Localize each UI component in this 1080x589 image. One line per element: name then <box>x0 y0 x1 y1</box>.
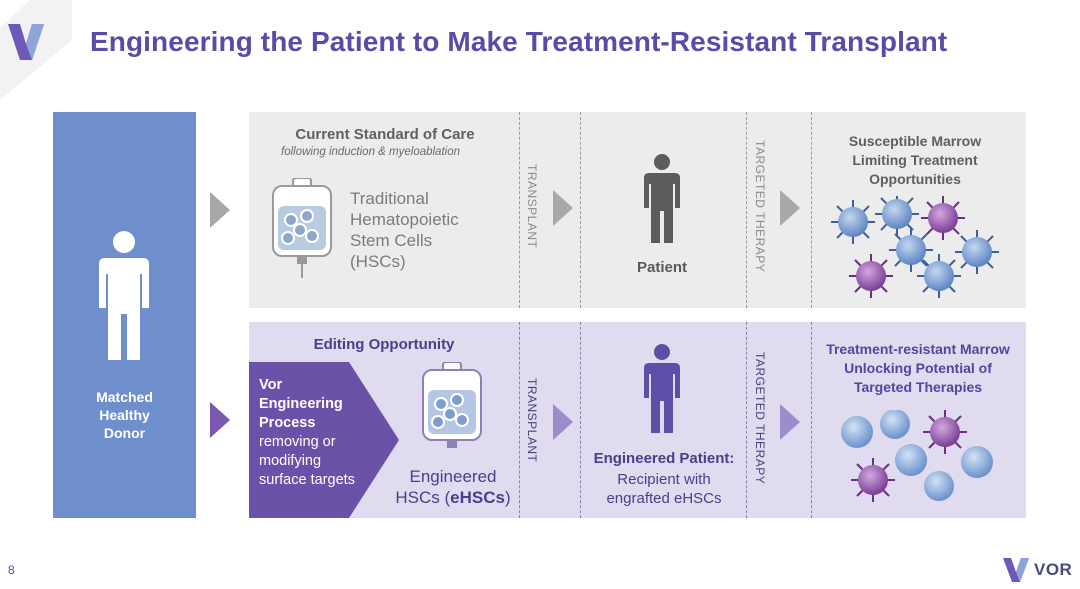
iv-bag-icon <box>419 361 485 467</box>
process-title: Vor Engineering Process <box>259 377 343 431</box>
editing-opportunity-row: Editing Opportunity Vor Engineering Proc… <box>249 322 1026 518</box>
arrow-to-standard-care <box>210 192 230 228</box>
person-icon <box>640 344 684 439</box>
susceptible-marrow-title: Susceptible Marrow Limiting Treatment Op… <box>848 133 982 187</box>
divider <box>580 112 581 308</box>
transplant-label: TRANSPLANT <box>525 164 539 249</box>
engineered-hsc-line1: Engineered <box>409 467 497 486</box>
divider <box>811 112 812 308</box>
engineered-patient-title: Engineered Patient: <box>593 450 735 467</box>
divider <box>519 322 520 518</box>
standard-care-row: Current Standard of Care following induc… <box>249 112 1026 308</box>
person-icon <box>640 154 684 249</box>
patient-label: Patient <box>636 259 687 276</box>
standard-care-subtitle: following induction & myeloablation <box>281 146 460 158</box>
donor-panel: Matched Healthy Donor <box>53 112 196 518</box>
transplant-arrow <box>553 404 573 440</box>
donor-label: Matched Healthy Donor <box>96 389 153 441</box>
targeted-therapy-label: TARGETED THERAPY <box>753 352 767 485</box>
engineering-process-chevron: Vor Engineering Process removing or modi… <box>249 362 399 518</box>
traditional-hsc-label: Traditional Hematopoietic Stem Cells (HS… <box>350 189 459 271</box>
targeted-therapy-label: TARGETED THERAPY <box>753 140 767 273</box>
divider <box>811 322 812 518</box>
standard-care-header: Current Standard of Care <box>295 126 475 143</box>
spiky-cell <box>831 196 999 298</box>
vor-logo-text: VOR <box>1034 560 1073 579</box>
page-title: Engineering the Patient to Make Treatmen… <box>90 26 948 57</box>
iv-bag-icon <box>269 177 335 283</box>
divider <box>746 322 747 518</box>
treatment-resistant-marrow-title: Treatment-resistant Marrow Unlocking Pot… <box>826 341 1010 395</box>
marrow-cells-icon <box>841 410 993 502</box>
therapy-arrow <box>780 190 800 226</box>
engineered-hsc-line2: HSCs (eHSCs) <box>395 488 511 507</box>
arrow-to-editing <box>210 402 230 438</box>
marrow-cells-icon <box>831 196 999 298</box>
therapy-arrow <box>780 404 800 440</box>
editing-opportunity-header: Editing Opportunity <box>313 336 455 353</box>
page-number: 8 <box>8 563 15 577</box>
engineered-patient-desc: Recipient with engrafted eHSCs <box>606 471 722 507</box>
person-icon <box>91 230 157 367</box>
smooth-cell <box>841 410 993 501</box>
divider <box>580 322 581 518</box>
corner-logo <box>0 0 72 100</box>
vor-logo-icon: VOR <box>1002 556 1076 584</box>
divider <box>746 112 747 308</box>
transplant-arrow <box>553 190 573 226</box>
transplant-label: TRANSPLANT <box>525 378 539 463</box>
engineered-hsc-label: Engineered HSCs (eHSCs) <box>389 466 517 508</box>
process-description: removing or modifying surface targets <box>259 434 355 488</box>
divider <box>519 112 520 308</box>
